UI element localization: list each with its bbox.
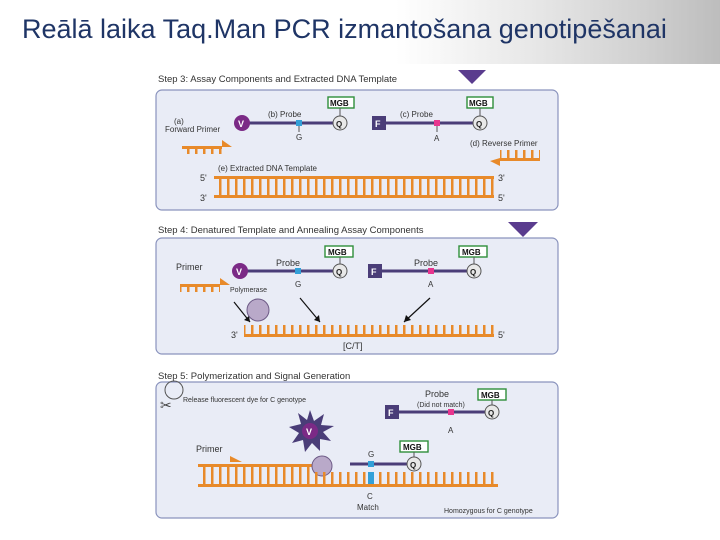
step4-anneal-arrow-2-head <box>314 315 320 322</box>
step4-template-strand <box>244 325 494 337</box>
step4-allele-a: A <box>428 280 434 289</box>
step5-primer: Primer <box>196 444 223 454</box>
step3-allele-a: A <box>434 134 440 143</box>
step4-probe-2-snp <box>428 268 434 274</box>
step5-cleave-circle <box>164 380 184 400</box>
step4-probe-1-snp <box>295 268 301 274</box>
step5-probe-snp <box>448 409 454 415</box>
step3: Step 3: Assay Components and Extracted D… <box>155 70 559 211</box>
step3-end3r: 3' <box>498 173 505 183</box>
step4-polymerase: Polymerase <box>230 287 267 294</box>
step4-probe2: Probe <box>414 258 438 268</box>
step3-v-label: V <box>238 119 244 129</box>
step4-end3: 3' <box>231 330 238 340</box>
step3-forward-primer-strand <box>182 140 232 154</box>
step4-mgb-2-label: MGB <box>462 248 481 257</box>
step3-f-label: F <box>375 119 381 129</box>
step4-q-2-label: Q <box>470 268 476 277</box>
step5-v-label: V <box>306 427 312 437</box>
step5-q-bottom-label: Q <box>410 461 416 470</box>
step4-anneal-arrow-1-head <box>244 316 250 322</box>
step5-mgb-bottom-label: MGB <box>403 443 422 452</box>
step4-mgb-1 <box>324 245 354 258</box>
step3-end3: 3' <box>200 193 207 203</box>
step3-end5r: 5' <box>498 193 505 203</box>
step5-f-label: F <box>388 408 394 418</box>
step3-q-b-label: Q <box>336 120 342 129</box>
step4-mgb-2 <box>458 245 488 258</box>
step3-probe-b-snp <box>296 120 302 126</box>
step3-mgb-b-label: MGB <box>330 99 349 108</box>
step5-template-strand <box>198 472 498 487</box>
step4: Step 4: Denatured Template and Annealing… <box>155 222 559 355</box>
step4-allele-g: G <box>295 280 301 289</box>
step3-dna-template <box>214 176 494 198</box>
step3-end5: 5' <box>200 173 207 183</box>
step4-heading: Step 4: Denatured Template and Annealing… <box>158 225 424 236</box>
step3-reverse-primer-strand <box>490 150 540 166</box>
step3-forward-primer: Forward Primer <box>165 125 220 134</box>
step4-primer-strand <box>180 278 230 292</box>
step5-extended-primer <box>198 456 316 472</box>
step4-f-dye <box>368 264 382 278</box>
step3-c-probe: (c) Probe <box>400 110 433 119</box>
step5-allele-a: A <box>448 426 454 435</box>
step5-f-dye <box>385 405 399 419</box>
step5-match: Match <box>357 503 379 512</box>
step5-did-not-match: (Did not match) <box>417 402 465 409</box>
step4-end5: 5' <box>498 330 505 340</box>
step3-reverse-primer: (d) Reverse Primer <box>470 139 538 148</box>
step3-b-probe: (b) Probe <box>268 110 302 119</box>
step5-heading: Step 5: Polymerization and Signal Genera… <box>158 371 350 382</box>
step4-v-label: V <box>236 267 242 277</box>
scissors-icon: ✂ <box>160 397 172 413</box>
step3-a-label: (a) <box>174 117 184 126</box>
step4-f-label: F <box>371 267 377 277</box>
step5-homozygous: Homozygous for C genotype <box>444 508 533 515</box>
step3-probe-c-snp <box>434 120 440 126</box>
step5-released-v-dye <box>289 410 334 452</box>
step5-probe: Probe <box>425 389 449 399</box>
step3-allele-g: G <box>296 133 302 142</box>
slide-title: Reālā laika Taq.Man PCR izmantošana geno… <box>22 14 667 44</box>
step4-primer: Primer <box>176 262 203 272</box>
step3-v-dye <box>234 115 250 131</box>
step5-q-top-label: Q <box>488 409 494 418</box>
step4-arrow-icon <box>508 222 538 237</box>
step5-probe-matched-snp <box>368 461 374 467</box>
step3-f-dye <box>372 116 386 130</box>
step5-allele-c: C <box>367 492 373 501</box>
step4-anneal-arrow-3-head <box>404 315 411 322</box>
step5-allele-g: G <box>368 450 374 459</box>
step5-mgb-top-label: MGB <box>481 391 500 400</box>
step3-template-label: (e) Extracted DNA Template <box>218 164 318 173</box>
step5-release: Release fluorescent dye for C genotype <box>183 397 306 404</box>
step4-mgb-1-label: MGB <box>328 248 347 257</box>
step3-q-c-label: Q <box>476 120 482 129</box>
step3-arrow-icon <box>458 70 486 84</box>
step3-mgb-c-label: MGB <box>469 99 488 108</box>
step3-heading: Step 3: Assay Components and Extracted D… <box>158 74 397 85</box>
step4-v-dye <box>232 263 248 279</box>
step3-mgb-b <box>327 96 355 109</box>
step4-polymerase-ball <box>246 298 270 322</box>
step4-probe1: Probe <box>276 258 300 268</box>
title-bar: Reālā laika Taq.Man PCR izmantošana geno… <box>0 0 720 64</box>
step4-q-1-label: Q <box>336 268 342 277</box>
step5: Step 5: Polymerization and Signal Genera… <box>155 371 559 519</box>
step4-snp: [C/T] <box>343 341 363 351</box>
